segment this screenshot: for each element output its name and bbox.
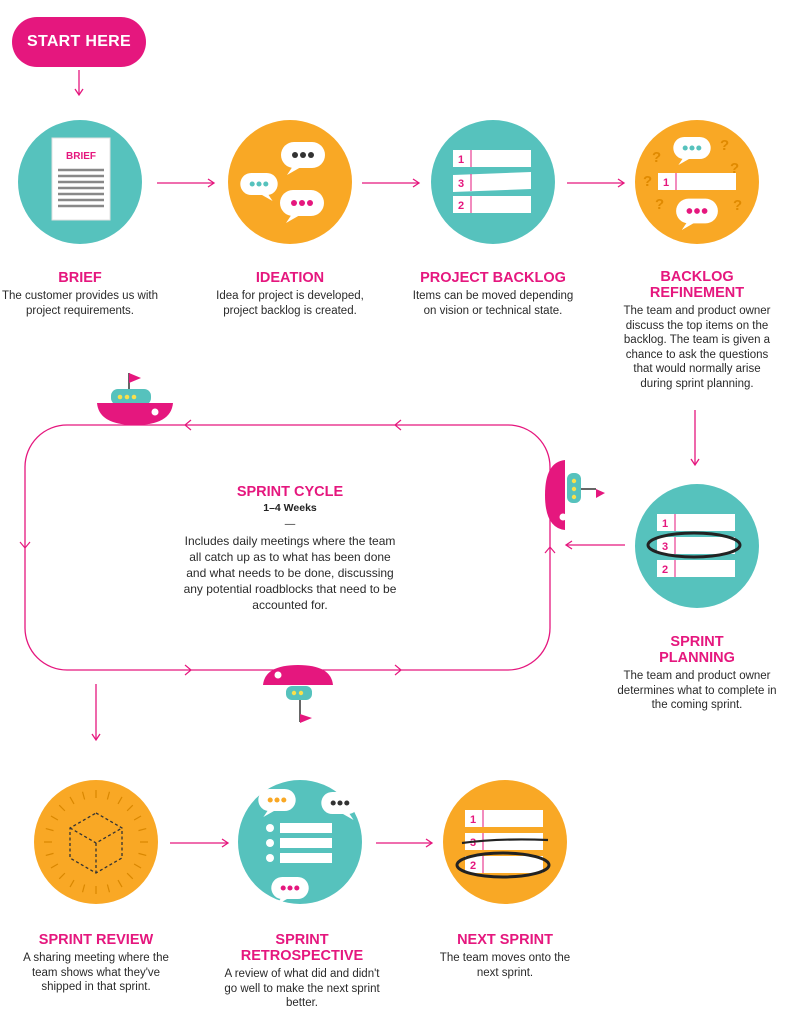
ideation-illustration [228, 120, 352, 244]
backlog-item-number: 1 [458, 154, 464, 166]
next-sprint-illustration: 1 3 2 [443, 780, 567, 904]
sprint-review-illustration [34, 780, 158, 904]
brief-label: BRIEF The customer provides us with proj… [0, 270, 160, 318]
next-sprint-item-number: 3 [470, 837, 476, 849]
project-backlog-illustration: 1 3 2 [431, 120, 555, 244]
ideation-title: IDEATION [255, 270, 325, 286]
ray [126, 804, 134, 812]
ray [45, 827, 54, 832]
next-sprint-item-number: 2 [470, 860, 476, 872]
ray [69, 796, 75, 805]
ray [45, 852, 54, 857]
planning-item-number: 1 [662, 518, 668, 530]
refinement-item-number: 1 [663, 177, 669, 189]
project-backlog-label: PROJECT BACKLOG Items can be moved depen… [405, 270, 581, 318]
ray [81, 884, 86, 893]
ray [50, 863, 59, 869]
ray [106, 884, 111, 893]
sprint-planning-title: SPRINT PLANNING [659, 634, 735, 666]
boat-icon [545, 460, 605, 530]
sprint-cycle-title: SPRINT CYCLE [236, 484, 344, 500]
project-backlog-description: Items can be moved depending on vision o… [412, 290, 574, 317]
sprint-retrospective-illustration [238, 780, 362, 905]
sprint-cycle-description: Includes daily meetings where the team a… [183, 534, 397, 612]
ideation-description: Idea for project is developed, project b… [216, 290, 364, 317]
brief-title: BRIEF [58, 270, 102, 286]
planning-item-number: 3 [662, 541, 668, 553]
question-mark: ? [733, 197, 742, 214]
cube-icon [69, 812, 123, 874]
loop-arrow [184, 419, 192, 431]
ray [133, 863, 142, 869]
loop-arrow [394, 664, 402, 676]
speech-bubble-icon [321, 791, 359, 820]
sprint-retrospective-title: SPRINT RETROSPECTIVE [240, 932, 364, 964]
ray [69, 879, 75, 888]
brief-description: The customer provides us with project re… [2, 290, 158, 317]
ray [106, 791, 111, 800]
brief-illustration: BRIEF [18, 120, 142, 244]
question-mark: ? [643, 173, 652, 190]
sprint-review-title: SPRINT REVIEW [38, 932, 154, 948]
boat-icon [263, 665, 333, 723]
speech-bubble-icon [281, 142, 325, 175]
ray [138, 827, 147, 832]
question-mark: ? [655, 196, 664, 213]
sprint-review-label: SPRINT REVIEW A sharing meeting where th… [16, 932, 176, 995]
selection-circle [646, 531, 742, 559]
sprint-cycle-duration: 1–4 Weeks [263, 502, 317, 514]
next-sprint-description: The team moves onto the next sprint. [439, 952, 571, 979]
speech-bubble-icon [676, 198, 718, 230]
speech-bubble-icon [280, 190, 324, 223]
speech-bubble-icon [258, 788, 296, 817]
backlog-refinement-description: The team and product owner discuss the t… [623, 305, 771, 390]
sprint-retrospective-description: A review of what did and didn't go well … [224, 968, 380, 1009]
next-sprint-label: NEXT SPRINT The team moves onto the next… [430, 932, 580, 980]
ray [58, 804, 66, 812]
project-backlog-title: PROJECT BACKLOG [420, 270, 566, 286]
ray [50, 815, 59, 821]
sprint-planning-illustration: 1 3 2 [635, 484, 759, 608]
question-mark: ? [652, 149, 661, 166]
strike-through [461, 838, 549, 845]
ray [58, 872, 66, 880]
sprint-cycle-label: SPRINT CYCLE 1–4 Weeks — Includes daily … [180, 484, 400, 613]
speech-bubble-icon [673, 136, 711, 165]
backlog-item-number: 3 [458, 178, 464, 190]
backlog-refinement-label: BACKLOG REFINEMENT The team and product … [617, 269, 777, 391]
speech-bubble-icon [240, 172, 278, 201]
backlog-item-number: 2 [458, 200, 464, 212]
question-mark: ? [730, 160, 739, 177]
ray [117, 796, 123, 805]
sprint-planning-description: The team and product owner determines wh… [617, 670, 777, 711]
backlog-refinement-title: BACKLOG REFINEMENT [649, 269, 745, 301]
ideation-label: IDEATION Idea for project is developed, … [212, 270, 368, 318]
start-here-button[interactable]: START HERE [12, 17, 146, 67]
loop-arrow [19, 541, 31, 549]
sprint-retrospective-label: SPRINT RETROSPECTIVE A review of what di… [224, 932, 380, 1011]
speech-bubble-icon [271, 876, 309, 905]
loop-arrow [544, 546, 556, 554]
ray [126, 872, 134, 880]
planning-item-number: 2 [662, 564, 668, 576]
ray [117, 879, 123, 888]
boat-icon [97, 373, 173, 425]
sprint-planning-label: SPRINT PLANNING The team and product own… [617, 634, 777, 713]
loop-arrow [184, 664, 192, 676]
loop-arrow [394, 419, 402, 431]
ray [133, 815, 142, 821]
next-sprint-title: NEXT SPRINT [457, 932, 553, 948]
checklist-icon [266, 823, 332, 863]
question-mark: ? [720, 137, 729, 154]
ray [138, 852, 147, 857]
sprint-review-description: A sharing meeting where the team shows w… [23, 952, 169, 993]
backlog-refinement-illustration: ? ? ? ? ? ? 1 [635, 120, 759, 244]
brief-document-label: BRIEF [66, 151, 96, 162]
sprint-cycle-divider: — [284, 518, 296, 530]
selection-circle [455, 851, 551, 879]
next-sprint-item-number: 1 [470, 814, 476, 826]
ray [81, 791, 86, 800]
